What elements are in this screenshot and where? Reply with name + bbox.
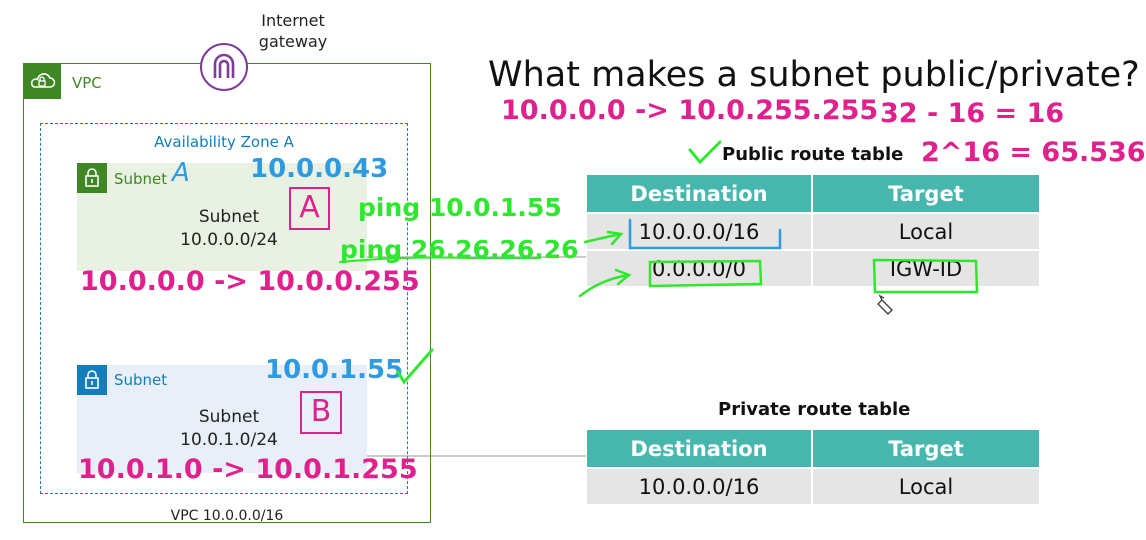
table-row: 10.0.0.0/16 Local bbox=[587, 467, 1039, 504]
destination-bracket-mark bbox=[628, 218, 782, 250]
public-route-table-header-target: Target bbox=[813, 175, 1039, 212]
ping-arrow-1 bbox=[583, 232, 622, 244]
ping-arrow-1-head bbox=[606, 230, 624, 246]
subnet-a-name: Subnet bbox=[198, 207, 260, 227]
private-route-table-header: Destination Target bbox=[587, 430, 1039, 467]
annotation-range-a: 10.0.0.0 -> 10.0.0.255 bbox=[80, 266, 420, 297]
annotation-vpc-range: 10.0.0.0 -> 10.0.255.255 bbox=[501, 95, 879, 126]
subnet-b-lock-icon bbox=[77, 365, 107, 395]
internet-gateway-icon bbox=[200, 43, 248, 91]
ping-arrow-2-head bbox=[614, 268, 632, 286]
igw-target-circle-mark bbox=[872, 258, 979, 294]
subnet-a-tag-annotation: A bbox=[172, 158, 190, 188]
availability-zone-label: Availability Zone A bbox=[154, 133, 294, 151]
subnet-a-box bbox=[77, 163, 367, 271]
subnet-b-check-icon bbox=[396, 348, 434, 385]
internet-gateway-label-line1: Internet bbox=[261, 11, 325, 30]
ping-arrow-2 bbox=[578, 273, 630, 298]
private-route-table-title: Private route table bbox=[718, 399, 911, 420]
internet-gateway-label-line2: gateway bbox=[258, 32, 328, 51]
internet-gateway-label: Internet gateway bbox=[238, 10, 348, 52]
annotation-host-count: 2^16 = 65.536 bbox=[921, 137, 1146, 168]
vpc-cloud-icon bbox=[23, 63, 61, 99]
subnet-a-handwritten-letter: A bbox=[289, 187, 330, 230]
public-route-table-header-destination: Destination bbox=[587, 175, 813, 212]
public-route-table-header: Destination Target bbox=[587, 175, 1039, 212]
private-route-table-row1-destination: 10.0.0.0/16 bbox=[587, 467, 813, 504]
pen-cursor-icon bbox=[877, 294, 893, 315]
private-route-table-header-destination: Destination bbox=[587, 430, 813, 467]
subnet-b-handwritten-letter: B bbox=[300, 391, 342, 434]
annotation-ip-b: 10.0.1.55 bbox=[265, 355, 404, 385]
subnet-a-cidr: 10.0.0.0/24 bbox=[180, 230, 278, 250]
private-route-table-header-target: Target bbox=[813, 430, 1039, 467]
public-table-check-icon bbox=[688, 140, 722, 165]
annotation-range-b: 10.0.1.0 -> 10.0.1.255 bbox=[78, 454, 418, 485]
availability-zone-boundary bbox=[40, 123, 408, 494]
vpc-cidr-label: VPC 10.0.0.0/16 bbox=[170, 508, 284, 524]
private-route-table: Destination Target 10.0.0.0/16 Local bbox=[587, 430, 1039, 504]
public-route-table-row1-destination: 10.0.0.0/16 bbox=[587, 212, 813, 249]
annotation-ip-a: 10.0.0.43 bbox=[250, 154, 389, 184]
subnet-a-tag: Subnet bbox=[114, 170, 168, 188]
page-title: What makes a subnet public/private? bbox=[488, 55, 1140, 95]
default-route-circle-mark bbox=[648, 259, 763, 288]
public-route-table-title: Public route table bbox=[722, 144, 904, 165]
subnet-b-tag: Subnet bbox=[114, 371, 168, 389]
vpc-label: VPC bbox=[72, 74, 102, 92]
annotation-ping-internal: ping 10.0.1.55 bbox=[358, 193, 562, 222]
table-row: 10.0.0.0/16 Local bbox=[587, 212, 1039, 249]
public-route-table-row1-target: Local bbox=[813, 212, 1039, 249]
subnet-b-box bbox=[77, 365, 367, 473]
subnet-a-lock-icon bbox=[77, 163, 107, 193]
private-route-table-row1-target: Local bbox=[813, 467, 1039, 504]
public-route-table: Destination Target 10.0.0.0/16 Local 0.0… bbox=[587, 175, 1039, 286]
annotation-host-bits: 32 - 16 = 16 bbox=[880, 98, 1065, 129]
subnet-b-name: Subnet bbox=[198, 407, 260, 427]
subnet-b-cidr: 10.0.1.0/24 bbox=[180, 430, 278, 450]
ping-underline-mark bbox=[339, 256, 541, 263]
